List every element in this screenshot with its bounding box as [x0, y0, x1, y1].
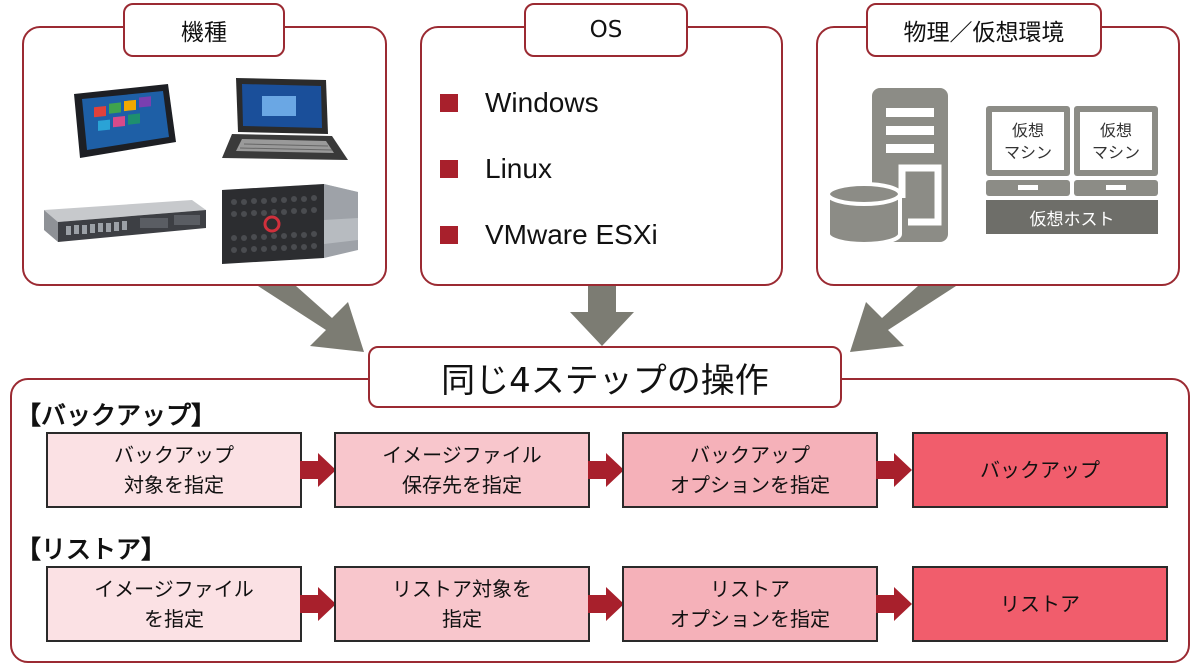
tablet-image [74, 84, 176, 158]
env-panel-title: 物理／仮想環境 [866, 3, 1102, 57]
os-item-vmware: VMware ESXi [440, 202, 658, 268]
backup-section-label: 【バックアップ】 [16, 401, 217, 430]
rack-server-image [44, 200, 206, 242]
vm-label: 仮想 マシン [1080, 120, 1152, 164]
os-panel [420, 26, 783, 286]
tower-server-image [222, 184, 358, 264]
backup-step-1: バックアップ 対象を指定 [46, 432, 302, 508]
laptop-image [222, 78, 348, 160]
os-panel-title: OS [524, 3, 688, 57]
restore-section-label: 【リストア】 [16, 535, 167, 564]
backup-step-4: バックアップ [912, 432, 1168, 508]
square-bullet-icon [440, 160, 458, 178]
gray-arrow-center-icon [570, 286, 634, 346]
step-arrow-icon [588, 453, 624, 487]
backup-step-3: バックアップ オプションを指定 [622, 432, 878, 508]
step-arrow-icon [876, 453, 912, 487]
vm-label-line1: 仮想 [1011, 121, 1044, 140]
vm-label-line2: マシン [1003, 143, 1052, 162]
vm-label-line1: 仮想 [1099, 121, 1132, 140]
models-panel-title: 機種 [123, 3, 285, 57]
virtual-host-bar: 仮想ホスト [986, 200, 1158, 234]
physical-server-icon [826, 88, 948, 244]
virtual-machine-monitor-icon [1074, 106, 1158, 196]
virtual-host-group: 仮想 マシン 仮想 マシン 仮想ホスト [986, 106, 1158, 236]
os-list: Windows Linux VMware ESXi [440, 70, 658, 268]
step-arrow-icon [876, 587, 912, 621]
step-arrow-icon [300, 587, 336, 621]
gray-arrow-left-icon [258, 286, 364, 352]
os-item-label: Windows [485, 87, 599, 118]
square-bullet-icon [440, 226, 458, 244]
os-item-label: VMware ESXi [485, 219, 658, 250]
os-item-linux: Linux [440, 136, 658, 202]
restore-step-2: リストア対象を 指定 [334, 566, 590, 642]
backup-step-2: イメージファイル 保存先を指定 [334, 432, 590, 508]
vm-label: 仮想 マシン [992, 120, 1064, 164]
gray-arrow-right-icon [850, 286, 956, 352]
square-bullet-icon [440, 94, 458, 112]
restore-step-4: リストア [912, 566, 1168, 642]
step-arrow-icon [588, 587, 624, 621]
operations-title: 同じ4ステップの操作 [368, 346, 842, 408]
restore-step-3: リストア オプションを指定 [622, 566, 878, 642]
vm-label-line2: マシン [1091, 143, 1140, 162]
os-item-windows: Windows [440, 70, 658, 136]
restore-step-1: イメージファイル を指定 [46, 566, 302, 642]
step-arrow-icon [300, 453, 336, 487]
virtual-machine-monitor-icon [986, 106, 1070, 196]
os-item-label: Linux [485, 153, 552, 184]
